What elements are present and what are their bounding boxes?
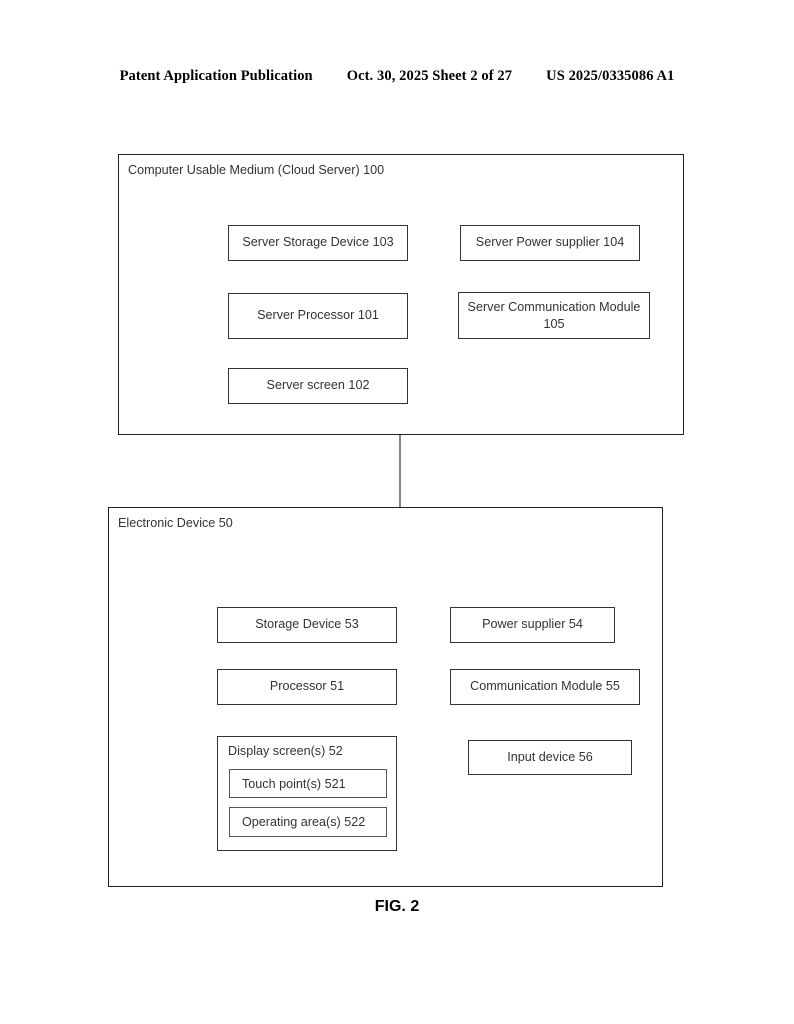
- server-storage-device-node[interactable]: Server Storage Device 103: [228, 225, 408, 261]
- figure-caption: FIG. 2: [374, 898, 420, 915]
- display-screen-label: Display screen(s) 52: [228, 744, 343, 758]
- input-device-node[interactable]: Input device 56: [468, 740, 632, 775]
- operating-areas-node[interactable]: Operating area(s) 522: [229, 807, 387, 837]
- cloud-server-label: Computer Usable Medium (Cloud Server) 10…: [128, 163, 385, 177]
- header-sheet-text: Oct. 30, 2025 Sheet 2 of 27: [346, 68, 513, 84]
- electronic-device-label: Electronic Device 50: [118, 516, 233, 530]
- touch-points-node[interactable]: Touch point(s) 521: [229, 769, 387, 798]
- header-document-number: US 2025/0335086 A1: [546, 68, 675, 84]
- storage-device-node[interactable]: Storage Device 53: [217, 607, 397, 643]
- processor-node[interactable]: Processor 51: [217, 669, 397, 705]
- display-screen-node[interactable]: Display screen(s) 52 Touch point(s) 521 …: [217, 736, 397, 851]
- server-power-supplier-node[interactable]: Server Power supplier 104: [460, 225, 640, 261]
- server-communication-module-node[interactable]: Server Communication Module 105: [458, 292, 650, 339]
- server-screen-node[interactable]: Server screen 102: [228, 368, 408, 404]
- power-supplier-node[interactable]: Power supplier 54: [450, 607, 615, 643]
- patent-header: Patent Application Publication Oct. 30, …: [0, 68, 794, 90]
- header-publication-text: Patent Application Publication: [119, 68, 313, 84]
- server-processor-node[interactable]: Server Processor 101: [228, 293, 408, 339]
- communication-module-node[interactable]: Communication Module 55: [450, 669, 640, 705]
